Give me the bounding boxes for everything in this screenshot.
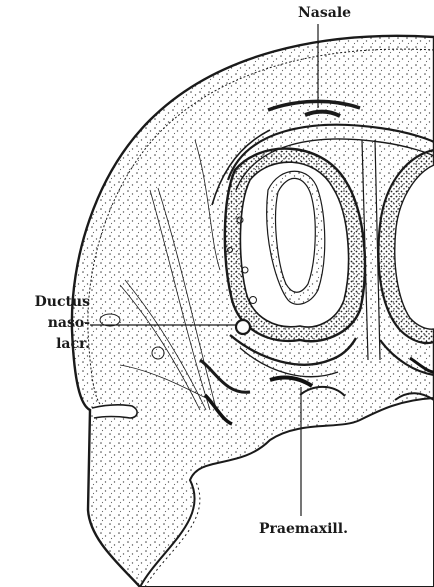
label-ductus-line1: Ductus	[4, 292, 90, 313]
nasolacrimal-duct	[236, 320, 250, 334]
label-nasale: Nasale	[298, 6, 351, 20]
label-ductus-line3: lacr.	[4, 334, 90, 355]
label-ductus-line2: naso-	[4, 313, 90, 334]
label-ductus-naso-lacr: Ductus naso- lacr.	[4, 292, 90, 355]
left-nasal-chamber	[225, 149, 365, 342]
lateral-fold	[92, 405, 137, 418]
label-praemaxill: Praemaxill.	[259, 522, 348, 536]
